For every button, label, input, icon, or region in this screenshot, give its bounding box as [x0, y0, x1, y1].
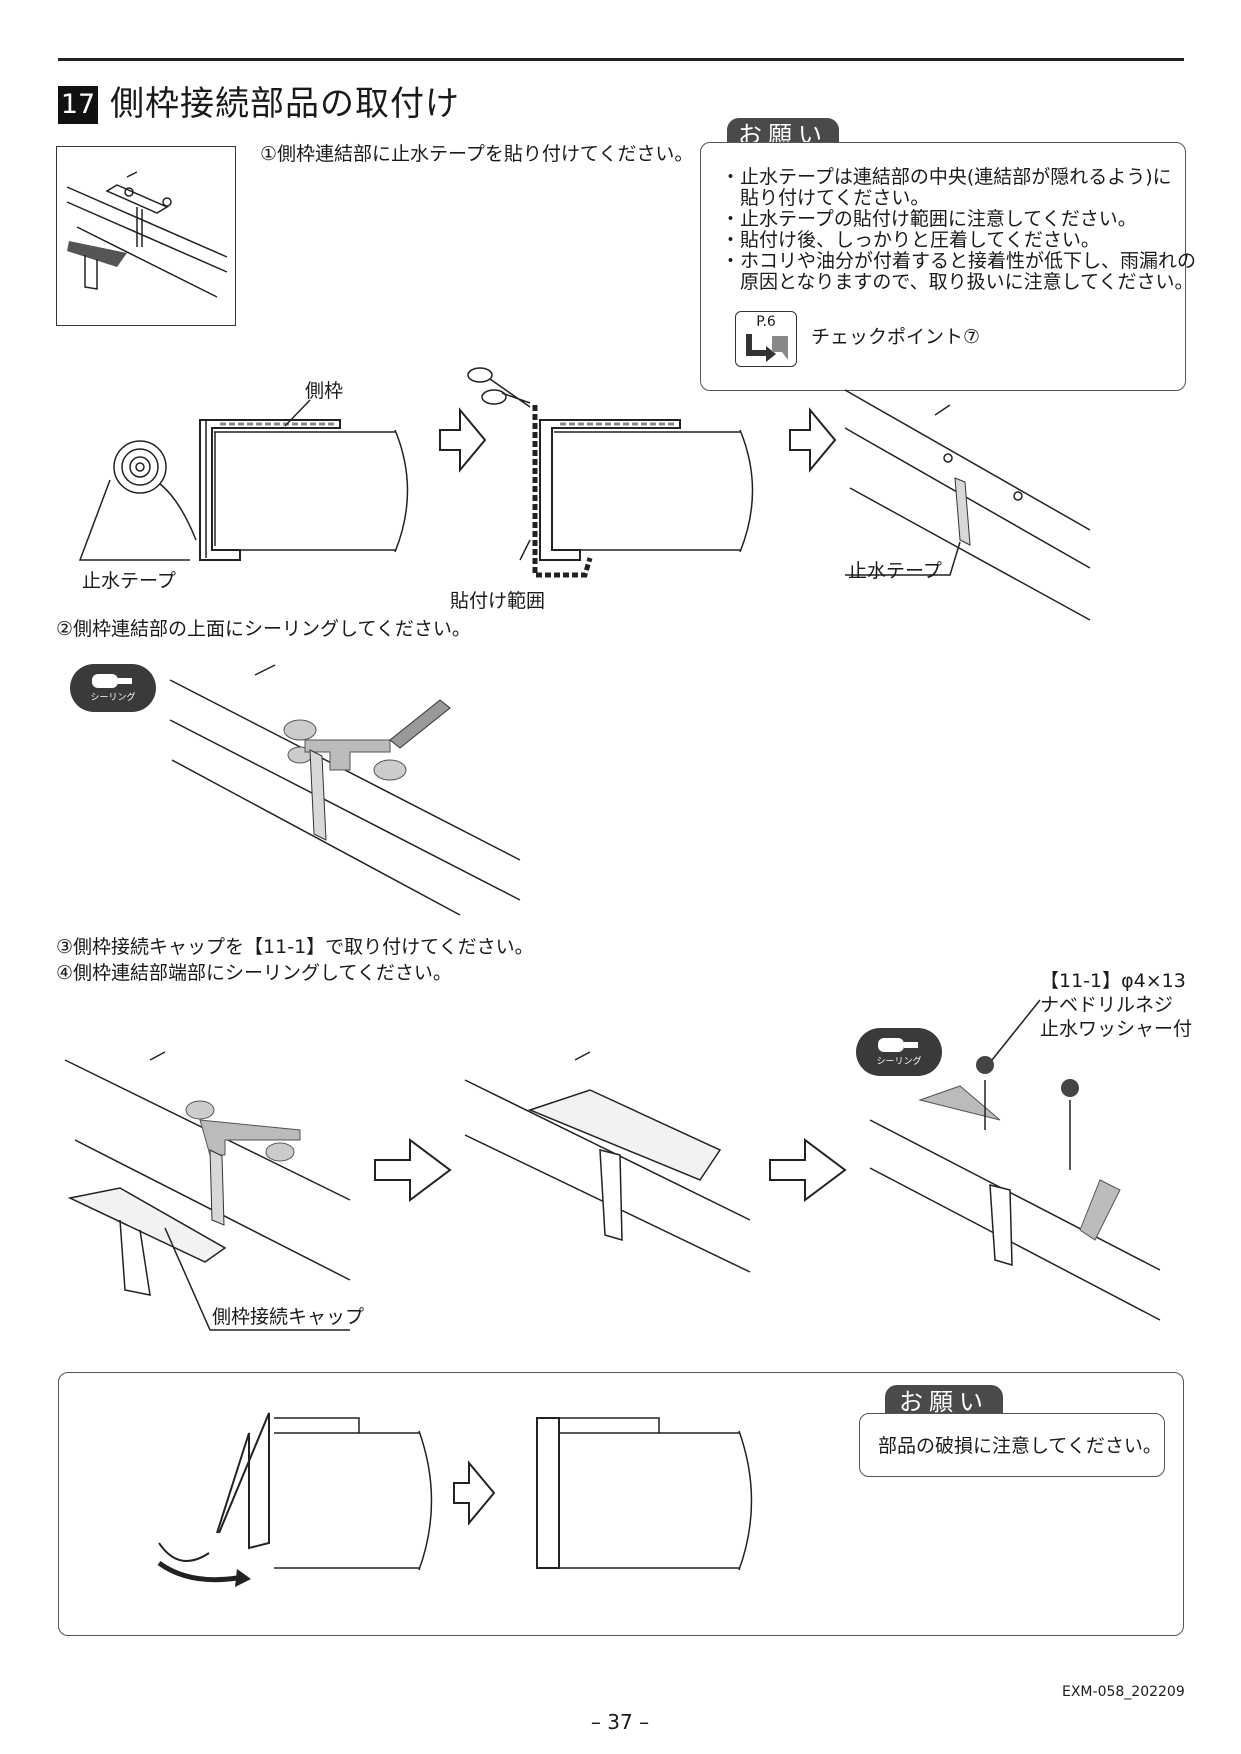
- step1-text: ①側枠連結部に止水テープを貼り付けてください。: [260, 143, 694, 165]
- overview-thumbnail: [56, 146, 236, 326]
- notice1-item: ・貼付け後、しっかりと圧着してください。: [721, 229, 1100, 251]
- notice1-box: ・止水テープは連結部の中央(連結部が隠れるよう)に 貼り付けてください。 ・止水…: [700, 142, 1196, 391]
- sealing-icon-label: シーリング: [90, 693, 136, 703]
- page-number: – 37 –: [590, 1710, 650, 1734]
- page-reference-badge[interactable]: P.6: [735, 311, 797, 367]
- cap-snap-diagram: [157, 1412, 753, 1587]
- side-frame-label: 側枠: [305, 380, 344, 402]
- sealant-tube-icon: [92, 674, 132, 688]
- overview-illustration: [66, 171, 228, 298]
- sealant-tube-icon: [878, 1038, 918, 1052]
- sealing-diagram: [169, 664, 521, 916]
- notice1-item: ・止水テープは連結部の中央(連結部が隠れるよう)に: [721, 166, 1172, 188]
- notice2-box: 部品の破損に注意してください。: [859, 1413, 1165, 1477]
- sealing-icon: シーリング: [70, 664, 156, 712]
- screw-name-label: ナベドリルネジ: [1040, 994, 1174, 1016]
- cap-label: 側枠接続キャップ: [212, 1306, 365, 1328]
- ref-page-label: P.6: [756, 314, 776, 330]
- screw-washer-label: 止水ワッシャー付: [1040, 1018, 1193, 1040]
- tape-diagram-row: [78, 367, 1091, 621]
- step3-text: ③側枠接続キャップを【11-1】で取り付けてください。: [56, 936, 534, 958]
- screw-ref-label: 【11-1】φ4×13: [1040, 970, 1186, 992]
- cap-diagram-row: [64, 999, 1161, 1331]
- notice2-text: 部品の破損に注意してください。: [878, 1435, 1162, 1457]
- step4-text: ④側枠連結部端部にシーリングしてください。: [56, 962, 452, 984]
- paste-range-label: 貼付け範囲: [450, 590, 546, 612]
- header-rule: [58, 58, 1184, 61]
- check-point-link[interactable]: チェックポイント⑦: [811, 326, 981, 348]
- page-title: 側枠接続部品の取付け: [110, 84, 460, 124]
- notice1-item: 原因となりますので、取り扱いに注意してください。: [721, 271, 1194, 293]
- tape-label: 止水テープ: [82, 570, 176, 592]
- sealing-icon-label-2: シーリング: [876, 1057, 922, 1067]
- step2-text: ②側枠連結部の上面にシーリングしてください。: [56, 618, 471, 640]
- step-number-badge: 17: [58, 86, 98, 124]
- notice1-item: ・止水テープの貼付け範囲に注意してください。: [721, 208, 1137, 230]
- notice1-item: 貼り付けてください。: [721, 187, 930, 209]
- sealing-icon-2: シーリング: [856, 1028, 942, 1076]
- notice1-item: ・ホコリや油分が付着すると接着性が低下し、雨漏れの: [721, 250, 1197, 272]
- tape-label-2: 止水テープ: [848, 560, 942, 582]
- page-arrow-icon: [746, 334, 788, 362]
- doc-code: EXM-058_202209: [1062, 1684, 1185, 1700]
- bottom-panel: お願い 部品の破損に注意してください。: [58, 1372, 1184, 1636]
